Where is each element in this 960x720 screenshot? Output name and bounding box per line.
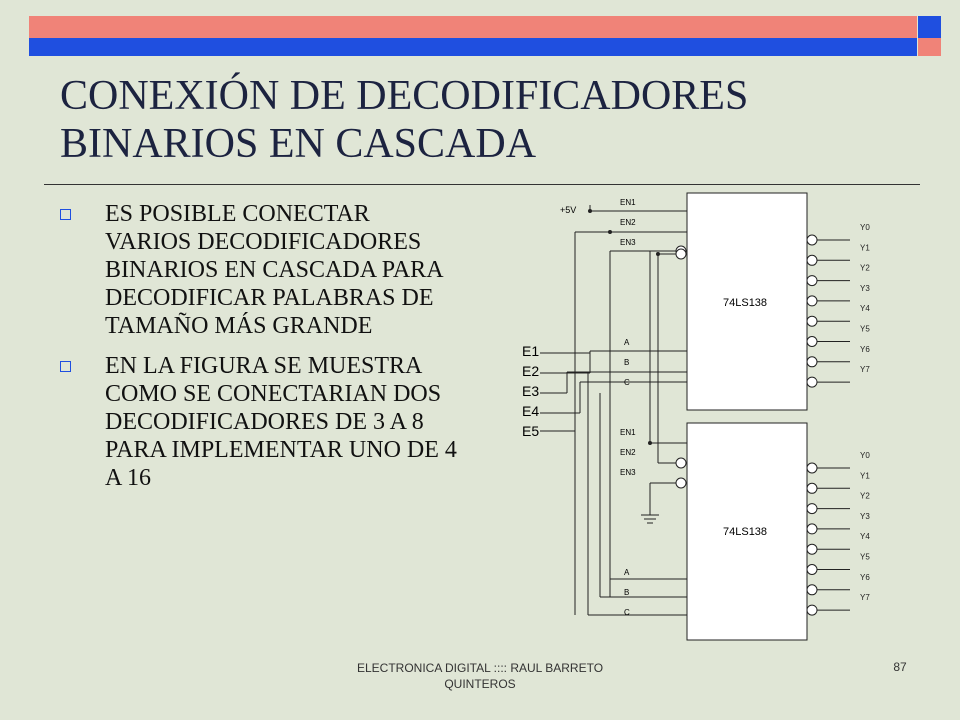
- lower-output-label: Y4: [860, 532, 870, 541]
- bullet-item: EN LA FIGURA SE MUESTRA COMO SE CONECTAR…: [60, 352, 460, 492]
- input-e5: E5: [522, 423, 539, 439]
- input-e4: E4: [522, 403, 539, 419]
- upper-output-label: Y2: [860, 264, 870, 273]
- upper-pin-c: C: [624, 378, 630, 387]
- cascade-decoder-diagram: +5V EN1 EN2 EN3 A B C EN1 EN2 EN3 A B C …: [522, 192, 870, 641]
- lower-pin-en2: EN2: [620, 448, 636, 457]
- lower-output-bubble: [806, 503, 818, 515]
- slide-footer: ELECTRONICA DIGITAL :::: RAUL BARRETO QU…: [356, 661, 604, 691]
- upper-output-bubble: [806, 234, 818, 246]
- lower-pin-c: C: [624, 608, 630, 617]
- input-e1: E1: [522, 343, 539, 359]
- lower-pin-b: B: [624, 588, 629, 597]
- upper-output-bubble: [806, 254, 818, 266]
- upper-pin-en3: EN3: [620, 238, 636, 247]
- lower-output-label: Y1: [860, 471, 870, 480]
- lower-output-label: Y3: [860, 512, 870, 521]
- lower-output-label: Y7: [860, 593, 870, 602]
- header-bar-red: [29, 16, 917, 38]
- bullet-list: ES POSIBLE CONECTAR VARIOS DECODIFICADOR…: [60, 200, 460, 504]
- lower-output-bubble: [806, 564, 818, 575]
- lower-output-bubble: [806, 543, 818, 555]
- lower-decoder-chip: [686, 422, 808, 641]
- lower-output-bubble: [806, 604, 818, 616]
- upper-output-bubble: [806, 275, 818, 287]
- supply-label: +5V: [560, 205, 576, 215]
- upper-pin-en1: EN1: [620, 198, 636, 207]
- bullet-item: ES POSIBLE CONECTAR VARIOS DECODIFICADOR…: [60, 200, 460, 340]
- page-number: 87: [893, 660, 907, 674]
- upper-output-bubble: [806, 376, 818, 388]
- lower-pin-a: A: [624, 568, 630, 577]
- upper-output-label: Y4: [860, 304, 870, 313]
- upper-decoder-chip: [686, 192, 808, 411]
- upper-output-label: Y1: [860, 243, 870, 252]
- upper-output-label: Y5: [860, 325, 870, 334]
- lower-chip-label: 74LS138: [723, 526, 767, 538]
- header-bar-blue: [29, 38, 917, 56]
- upper-output-bubble: [806, 295, 818, 307]
- upper-pin-en2: EN2: [620, 218, 636, 227]
- slide-title: CONEXIÓN DE DECODIFICADORES BINARIOS EN …: [60, 73, 749, 167]
- upper-output-label: Y3: [860, 284, 870, 293]
- upper-pin-b: B: [624, 358, 629, 367]
- bullet-text: ES POSIBLE CONECTAR VARIOS DECODIFICADOR…: [105, 201, 443, 339]
- lower-output-bubble: [806, 462, 818, 474]
- upper-output-label: Y7: [860, 365, 870, 374]
- lower-output-bubble: [806, 482, 818, 494]
- lower-output-label: Y2: [860, 492, 870, 501]
- bullet-text: EN LA FIGURA SE MUESTRA COMO SE CONECTAR…: [105, 353, 457, 491]
- header-square-red: [918, 38, 941, 56]
- lower-output-label: Y6: [860, 573, 870, 582]
- title-divider: [44, 184, 920, 185]
- upper-output-bubble: [806, 315, 818, 327]
- upper-chip-label: 74LS138: [723, 297, 767, 309]
- lower-output-label: Y0: [860, 451, 870, 460]
- upper-output-bubble: [806, 356, 818, 368]
- input-e2: E2: [522, 363, 539, 379]
- square-bullet-icon: [60, 361, 71, 372]
- upper-pin-a: A: [624, 338, 630, 347]
- input-e3: E3: [522, 383, 539, 399]
- lower-pin-en1: EN1: [620, 428, 636, 437]
- lower-output-bubble: [806, 584, 818, 596]
- header-square-blue: [918, 16, 941, 38]
- upper-output-label: Y0: [860, 223, 870, 232]
- lower-pin-en3: EN3: [620, 468, 636, 477]
- lower-output-bubble: [806, 523, 818, 535]
- square-bullet-icon: [60, 209, 71, 220]
- upper-output-label: Y6: [860, 345, 870, 354]
- upper-output-bubble: [806, 336, 818, 347]
- lower-output-label: Y5: [860, 553, 870, 562]
